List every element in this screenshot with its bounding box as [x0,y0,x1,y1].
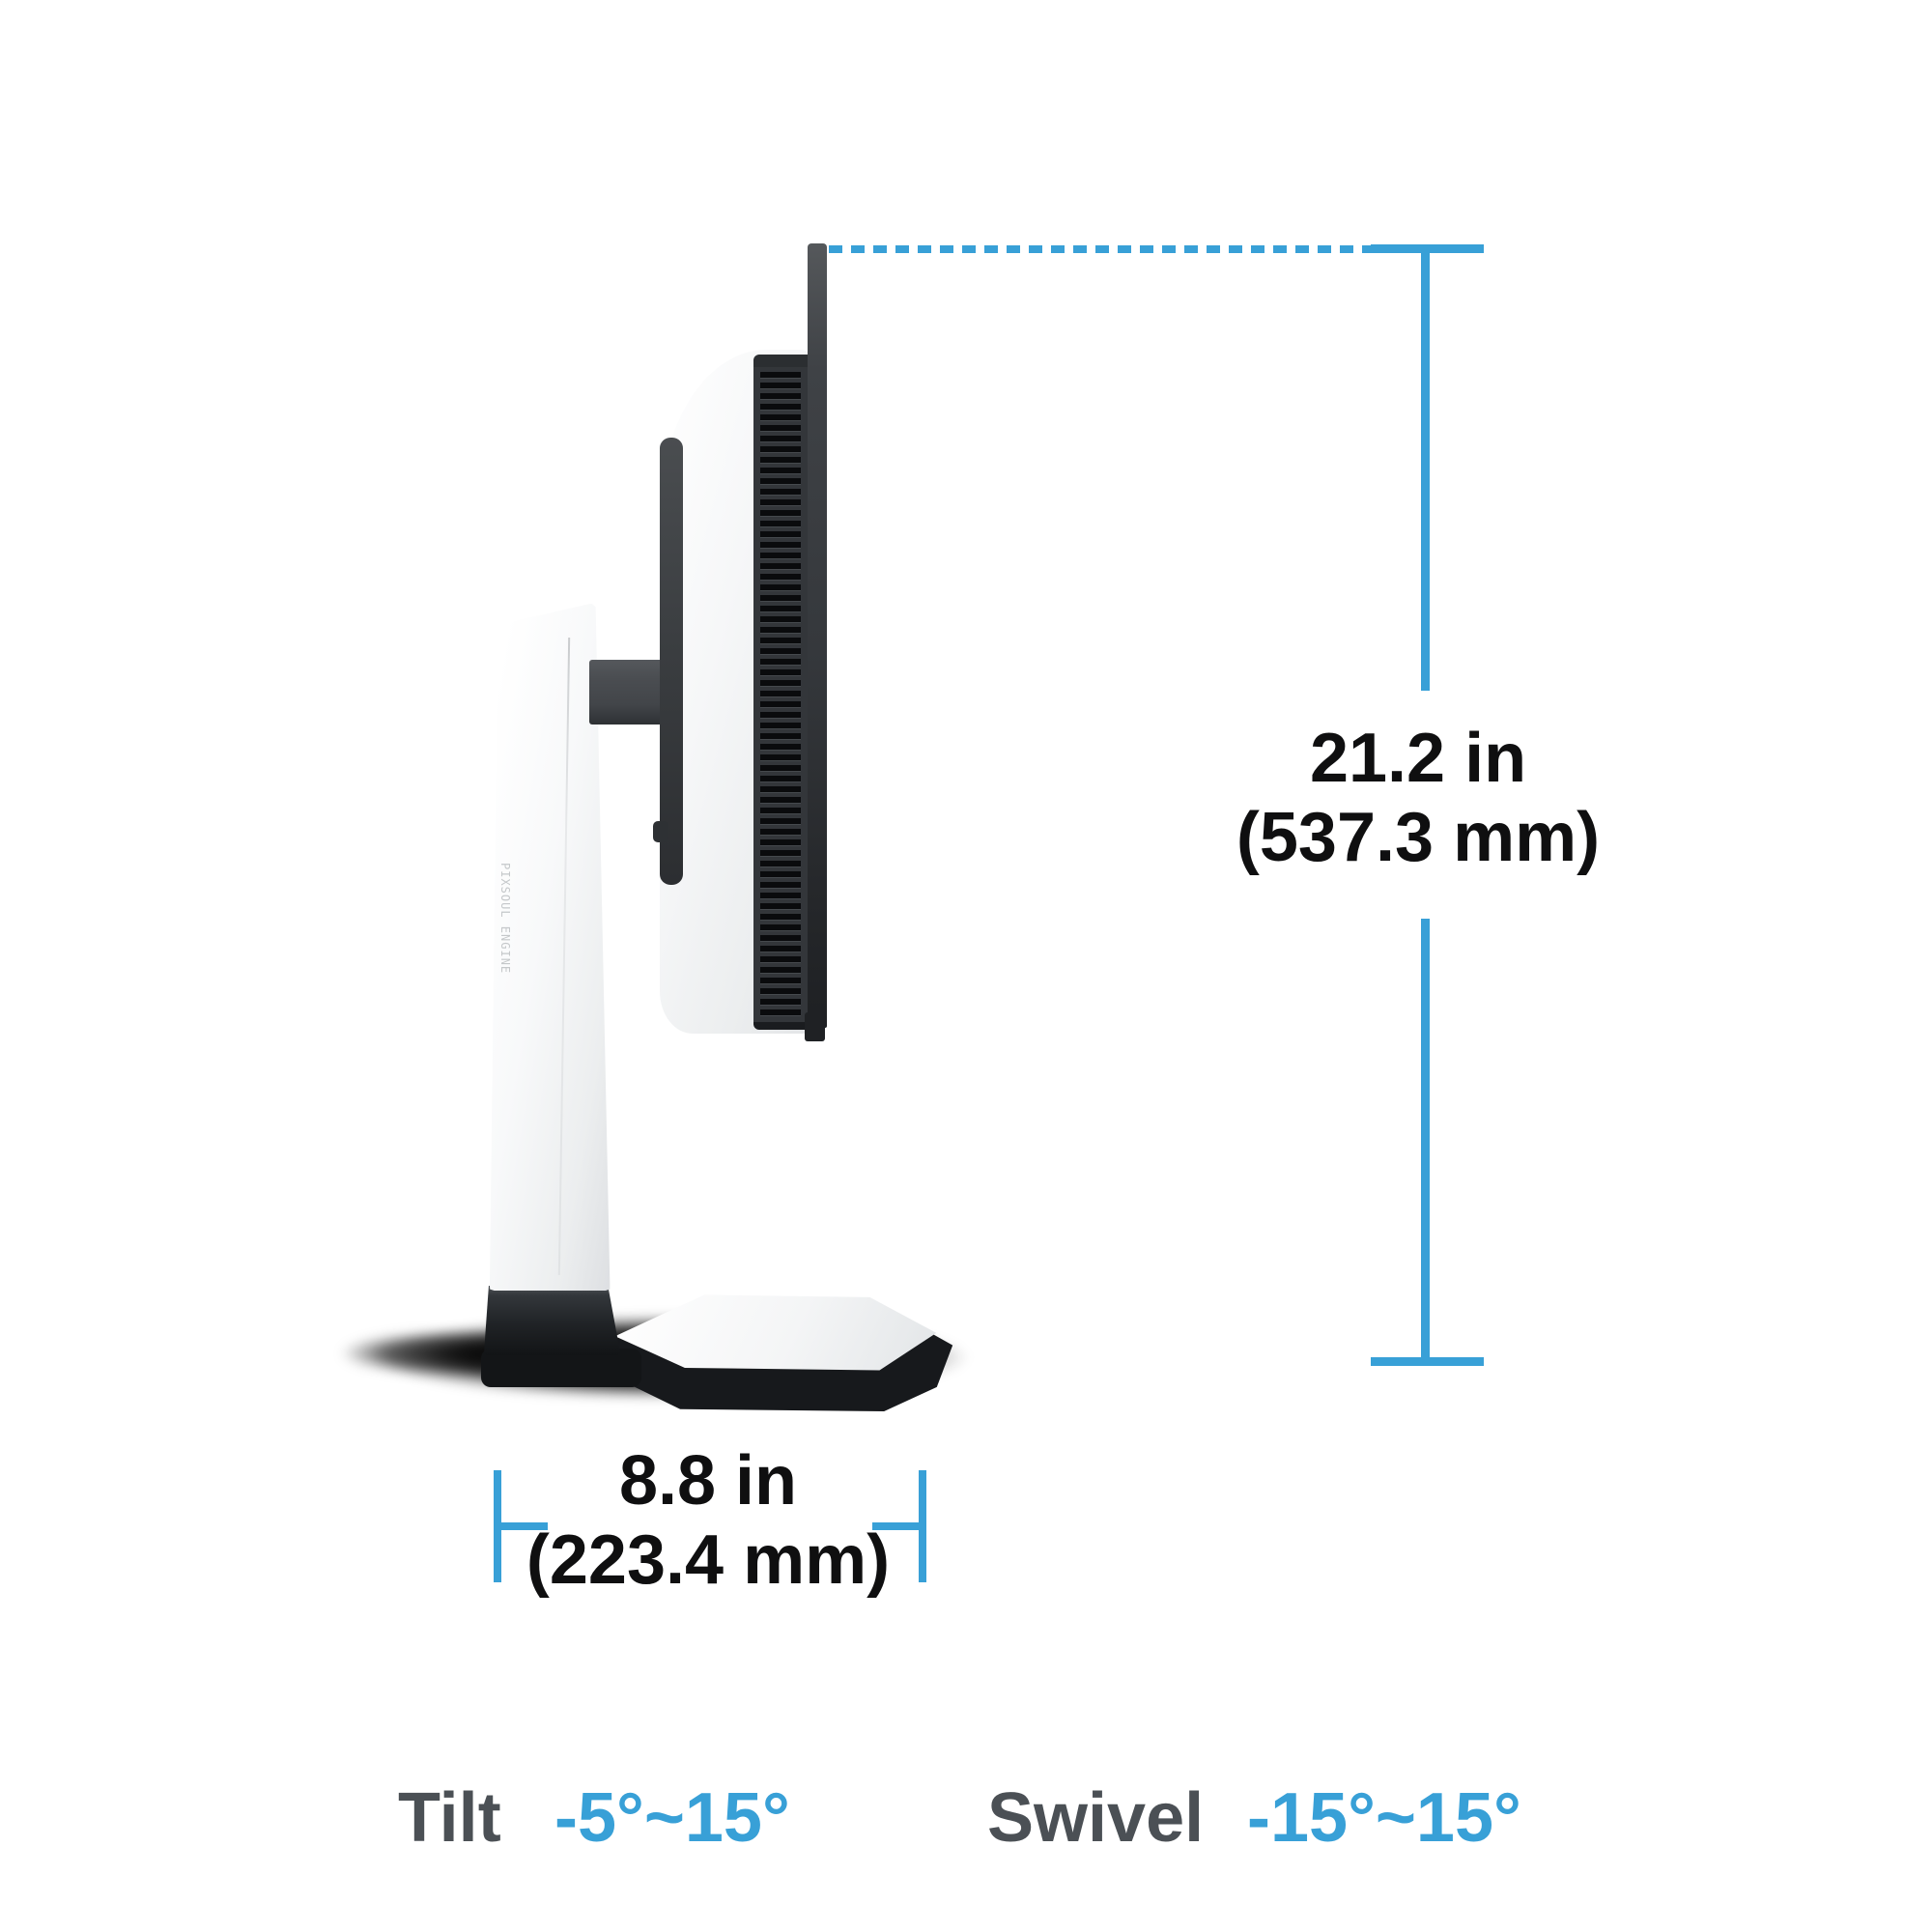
height-dimension-label: 21.2 in (537.3 mm) [1206,719,1631,877]
stand-brand-text: PIXSOUL ENGINE [498,863,512,975]
height-value-mm: (537.3 mm) [1236,799,1601,877]
height-dimension-bottom-cap [1371,1357,1484,1366]
stand-seam-line [557,638,571,1275]
mount-plate-edge [660,438,683,885]
tilt-value: -5°~15° [554,1779,790,1857]
monitor-panel-foot [805,1012,825,1041]
depth-dimension-right-stub [872,1522,919,1530]
height-dimension-line-lower [1421,919,1430,1366]
depth-dimension-label: 8.8 in (223.4 mm) [515,1441,901,1600]
hinge-knob [653,821,668,842]
tilt-label: Tilt [398,1779,501,1857]
depth-dimension-left-stub [501,1522,548,1530]
height-reference-dashed-line [829,245,1372,253]
height-dimension-line-upper [1421,244,1430,691]
height-value-in: 21.2 in [1309,720,1527,797]
vent-strip [753,355,810,1030]
swivel-label: Swivel [987,1779,1205,1857]
monitor-panel [808,243,827,1028]
vent-slots [760,370,801,1019]
hinge-bar [589,660,665,724]
depth-value-mm: (223.4 mm) [526,1521,891,1600]
depth-value-in: 8.8 in [618,1442,798,1520]
depth-dimension-right-tick [919,1470,926,1582]
depth-dimension-left-tick [494,1470,501,1582]
stand-collar [484,1286,620,1355]
swivel-value: -15°~15° [1247,1779,1521,1857]
